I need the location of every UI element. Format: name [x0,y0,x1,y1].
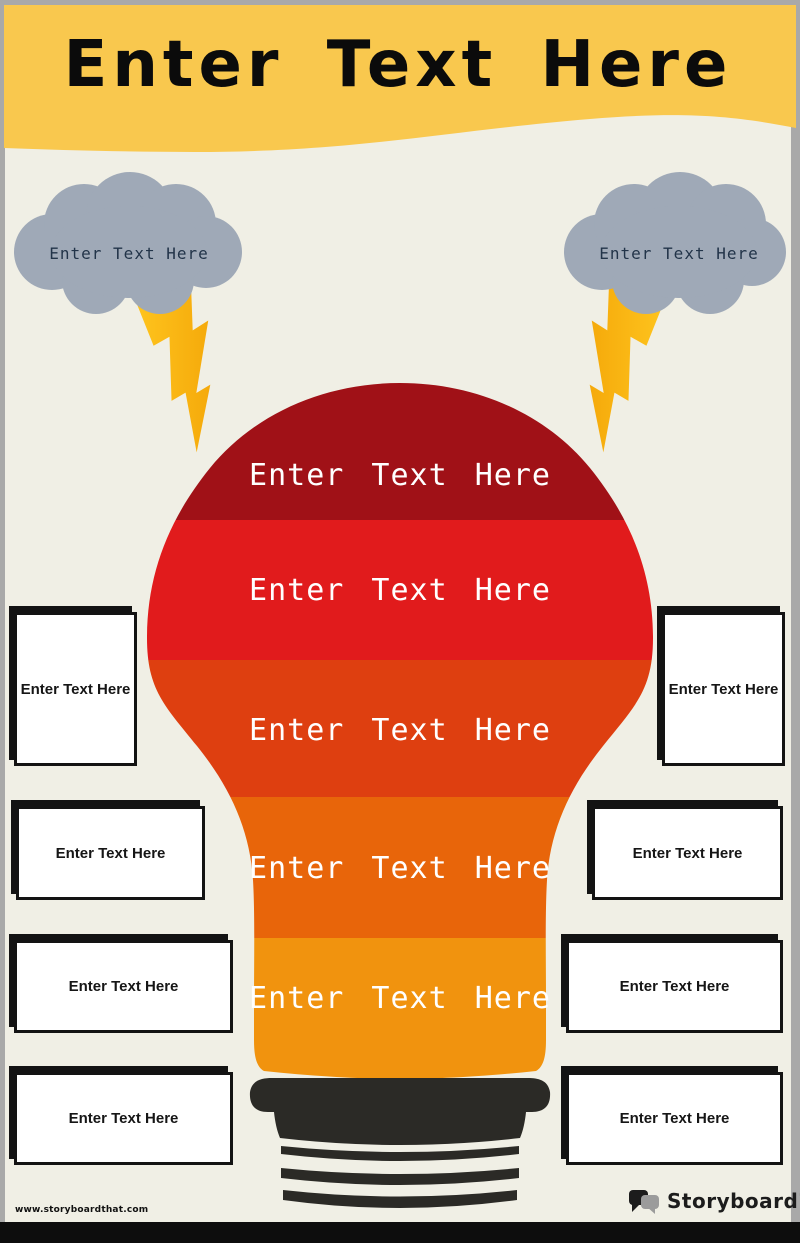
speech-bubbles-icon [629,1190,659,1214]
brand-text-primary: Storyboard [667,1189,799,1213]
side-box-right-1[interactable]: Enter Text Here [662,612,785,766]
bulb-section-4-label[interactable]: Enter Text Here [249,850,551,886]
box-label: Enter Text Here [668,680,779,698]
side-box-left-3[interactable]: Enter Text Here [14,940,233,1033]
box-label: Enter Text Here [619,1110,730,1127]
side-box-left-2[interactable]: Enter Text Here [16,806,205,900]
bulb-section-1-label[interactable]: Enter Text Here [249,457,551,493]
box-label: Enter Text Here [632,844,743,862]
box-label: Enter Text Here [619,978,730,995]
cloud-right-label[interactable]: Enter Text Here [599,243,759,263]
cloud-left-label[interactable]: Enter Text Here [49,243,209,263]
side-box-right-2[interactable]: Enter Text Here [592,806,783,900]
box-label: Enter Text Here [55,844,166,862]
side-box-left-4[interactable]: Enter Text Here [14,1072,233,1165]
box-label: Enter Text Here [68,978,179,995]
bulb-section-2-label[interactable]: Enter Text Here [249,572,551,608]
side-box-right-3[interactable]: Enter Text Here [566,940,783,1033]
bulb-section-3-label[interactable]: Enter Text Here [249,712,551,748]
brand-logo: StoryboardThat [628,1186,800,1216]
bottom-bar [0,1222,800,1243]
poster-title[interactable]: Enter Text Here [63,28,733,102]
box-label: Enter Text Here [20,680,131,698]
site-url: www.storyboardthat.com [15,1205,149,1215]
bulb-section-5-label[interactable]: Enter Text Here [249,980,551,1016]
side-box-right-4[interactable]: Enter Text Here [566,1072,783,1165]
box-label: Enter Text Here [68,1110,179,1127]
side-box-left-1[interactable]: Enter Text Here [14,612,137,766]
